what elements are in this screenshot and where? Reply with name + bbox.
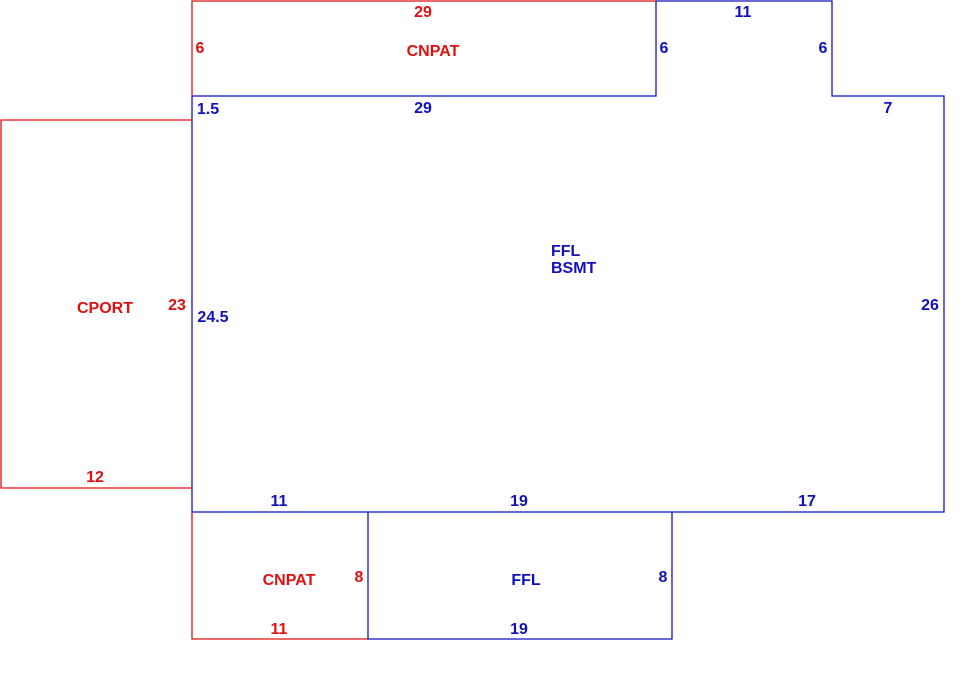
main-floor-outline (191, 0, 945, 513)
main-dim-bottom-a: 11 (271, 493, 288, 510)
bump-dim-top: 11 (735, 4, 752, 21)
cnpat-top-dim-top: 29 (414, 4, 432, 21)
cport-dim-right: 23 (168, 297, 186, 314)
ffl-bottom-outline (367, 512, 673, 640)
cnpat-top-outline (191, 0, 656, 96)
bump-dim-left: 6 (660, 40, 669, 57)
main-dim-left: 24.5 (197, 309, 228, 326)
ffl-bottom-dim-right: 8 (659, 569, 668, 586)
main-dim-bottom-b: 19 (510, 493, 528, 510)
cnpat-top-label: CNPAT (407, 43, 460, 60)
cnpat-bottom-dim-bottom: 11 (271, 621, 288, 638)
cnpat-bottom-dim-right: 8 (355, 569, 364, 586)
main-label-line1: FFL (551, 243, 581, 260)
cnpat-bottom-label: CNPAT (263, 572, 316, 589)
main-dim-right: 26 (921, 297, 939, 314)
main-dim-top-left: 1.5 (197, 101, 219, 118)
cport-dim-bottom: 12 (86, 469, 104, 486)
main-dim-bottom-c: 17 (798, 493, 816, 510)
cport-label: CPORT (77, 300, 133, 317)
main-dim-right-step: 7 (884, 100, 893, 117)
cport-outline (0, 119, 192, 489)
ffl-bottom-label: FFL (511, 572, 541, 589)
cnpat-bottom-outline (191, 512, 368, 640)
cnpat-top-dim-left: 6 (196, 40, 205, 57)
ffl-bottom-dim-bottom: 19 (510, 621, 528, 638)
bump-dim-right: 6 (819, 40, 828, 57)
main-label-line2: BSMT (551, 260, 597, 277)
cnpat-top-dim-bottom: 29 (414, 100, 432, 117)
